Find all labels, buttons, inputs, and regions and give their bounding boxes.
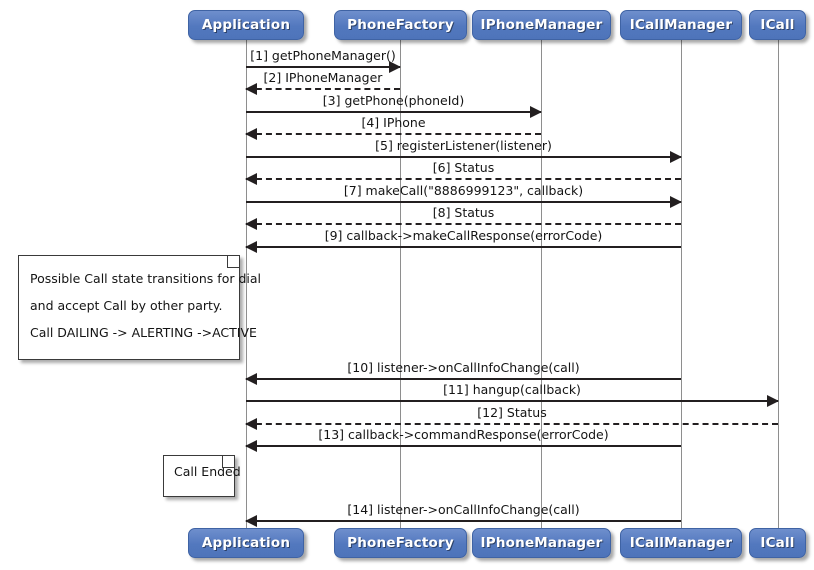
arrowhead-icon: [245, 515, 257, 527]
message-label-4: [4] IPhone: [361, 115, 426, 130]
call-state-note: Possible Call state transitions for dial…: [18, 255, 261, 360]
message-line-9: [246, 246, 681, 248]
participant-header-application[interactable]: Application: [188, 10, 304, 40]
message-line-5: [246, 156, 681, 158]
message-label-7: [7] makeCall("8886999123", callback): [343, 183, 584, 198]
lifeline-application: [246, 40, 247, 528]
message-line-12: [246, 423, 778, 425]
participant-footer-iphonemanager[interactable]: IPhoneManager: [472, 528, 611, 558]
note-fold-corner-icon: [227, 256, 239, 268]
message-line-14: [246, 520, 681, 522]
message-line-2: [246, 88, 400, 90]
message-label-2: [2] IPhoneManager: [263, 70, 383, 85]
message-label-8: [8] Status: [432, 205, 495, 220]
message-label-12: [12] Status: [477, 405, 547, 420]
participant-footer-application[interactable]: Application: [188, 528, 304, 558]
message-label-10: [10] listener->onCallInfoChange(call): [347, 360, 580, 375]
message-line-7: [246, 201, 681, 203]
lifeline-phonefactory: [400, 40, 401, 528]
note-text-line: Call DAILING -> ALERTING ->ACTIVE: [30, 325, 257, 340]
note-text-line: Call Ended: [174, 464, 241, 479]
note-body: Possible Call state transitions for dial…: [19, 256, 261, 352]
arrowhead-icon: [245, 83, 257, 95]
message-label-14: [14] listener->onCallInfoChange(call): [347, 502, 580, 517]
message-line-1: [246, 66, 400, 68]
arrowhead-icon: [670, 196, 682, 208]
message-label-11: [11] hangup(callback): [443, 382, 581, 397]
call-ended-note: Call Ended: [163, 455, 241, 497]
arrowhead-icon: [245, 440, 257, 452]
arrowhead-icon: [530, 106, 542, 118]
participant-footer-icall[interactable]: ICall: [749, 528, 806, 558]
message-label-3: [3] getPhone(phoneId): [322, 93, 465, 108]
note-text-line: and accept Call by other party.: [30, 298, 223, 313]
arrowhead-icon: [245, 418, 257, 430]
message-line-13: [246, 445, 681, 447]
message-label-6: [6] Status: [432, 160, 495, 175]
participant-header-phonefactory[interactable]: PhoneFactory: [334, 10, 467, 40]
message-label-1: [1] getPhoneManager(): [250, 48, 396, 63]
message-label-13: [13] callback->commandResponse(errorCode…: [318, 427, 609, 442]
message-line-6: [246, 178, 681, 180]
note-fold-corner-icon: [222, 456, 234, 468]
arrowhead-icon: [245, 373, 257, 385]
message-line-4: [246, 133, 541, 135]
message-label-9: [9] callback->makeCallResponse(errorCode…: [324, 228, 603, 243]
message-line-11: [246, 400, 778, 402]
participant-header-iphonemanager[interactable]: IPhoneManager: [472, 10, 611, 40]
arrowhead-icon: [245, 128, 257, 140]
participant-footer-icallmanager[interactable]: ICallManager: [620, 528, 742, 558]
lifeline-icall: [778, 40, 779, 528]
message-line-10: [246, 378, 681, 380]
participant-footer-phonefactory[interactable]: PhoneFactory: [334, 528, 467, 558]
message-line-3: [246, 111, 541, 113]
arrowhead-icon: [389, 61, 401, 73]
arrowhead-icon: [245, 241, 257, 253]
message-label-5: [5] registerListener(listener): [375, 138, 552, 153]
arrowhead-icon: [245, 218, 257, 230]
arrowhead-icon: [670, 151, 682, 163]
arrowhead-icon: [767, 395, 779, 407]
arrowhead-icon: [245, 173, 257, 185]
participant-header-icallmanager[interactable]: ICallManager: [620, 10, 742, 40]
lifeline-icallmanager: [681, 40, 682, 528]
participant-header-icall[interactable]: ICall: [749, 10, 806, 40]
message-line-8: [246, 223, 681, 225]
note-text-line: Possible Call state transitions for dial: [30, 271, 261, 286]
lifeline-iphonemanager: [541, 40, 542, 528]
